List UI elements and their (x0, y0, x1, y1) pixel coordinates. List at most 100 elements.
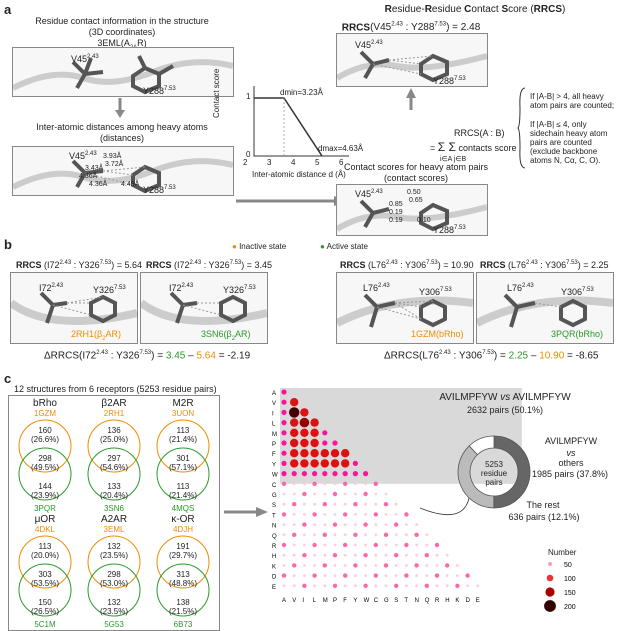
matrix-dot (455, 583, 460, 588)
matrix-row-label: G (272, 493, 277, 499)
venn-bp: (48.8%) (168, 579, 197, 588)
venn-top-pdb: 4DKL (34, 525, 55, 534)
matrix-dot (292, 502, 297, 507)
delta-rrcs-1: ΔRRCS(I722.43 : Y3267.53) = 3.45 – 5.64 … (44, 350, 251, 362)
score-label: 0.19 (389, 209, 403, 216)
venn-c: 113 (176, 482, 190, 491)
matrix-dot (394, 513, 398, 516)
matrix-dot (415, 523, 418, 526)
matrix-dot (281, 430, 287, 436)
matrix-dot (302, 583, 307, 588)
venn-c: 132 (107, 598, 121, 607)
residue-y288: Y2887.53 (143, 86, 176, 96)
matrix-row-label: I (272, 411, 274, 417)
venn-cp: (26.5%) (30, 607, 59, 616)
venn-circles (87, 419, 141, 501)
matrix-dot (292, 563, 297, 568)
matrix-col-label: S (394, 598, 398, 604)
matrix-dot (330, 459, 340, 468)
legend-active: ● Active state (320, 242, 368, 251)
matrix-col-label: N (415, 598, 419, 604)
matrix-dot (300, 408, 309, 417)
matrix-dot (322, 430, 328, 436)
matrix-dot (415, 543, 418, 547)
venn-top-pdb: 3EML (103, 525, 125, 534)
matrix-dot (445, 553, 449, 557)
matrix-dot (322, 563, 327, 568)
graph-y-label: Contact score (212, 68, 221, 118)
matrix-dot (312, 573, 317, 578)
matrix-dot (282, 492, 286, 496)
matrix-dot (394, 533, 398, 537)
matrix-dot (384, 492, 388, 496)
score-label: 0.10 (417, 217, 431, 224)
venn-bottom-pdb: 3PQR (34, 504, 56, 513)
matrix-dot (333, 533, 337, 537)
matrix-col-label: F (343, 598, 347, 604)
matrix-dot (354, 523, 357, 526)
matrix-dot (352, 471, 358, 477)
venn-cp: (20.4%) (99, 491, 128, 500)
matrix-dot (445, 584, 449, 588)
venn-b: 298 (38, 454, 52, 463)
residue-y326: Y3267.53 (93, 285, 126, 295)
matrix-dot (302, 553, 307, 558)
matrix-dot (332, 491, 338, 497)
stick-model-2rh1 (11, 291, 137, 325)
distance-label: 3.43Å (85, 165, 104, 172)
matrix-dot (384, 513, 388, 516)
matrix-dot (456, 574, 459, 577)
matrix-dot (343, 573, 348, 578)
rrcs-result: RRCS(V452.43 : Y2887.53) = 2.48 (341, 22, 481, 34)
venn-receptor: A2AR (100, 514, 128, 525)
matrix-dot (364, 502, 367, 506)
label-rest: The rest (526, 500, 560, 510)
matrix-dot (434, 573, 440, 578)
structure-box-scores: V452.43 Y2887.53 0.50 0.65 0.85 0.19 0.1… (336, 184, 488, 236)
matrix-dot (352, 460, 358, 466)
matrix-col-label: G (384, 598, 389, 604)
matrix-dot (394, 553, 399, 558)
venn-a: 191 (176, 542, 190, 551)
venn-b: 301 (176, 454, 190, 463)
panel-c-letter: c (4, 371, 12, 386)
matrix-dot (323, 543, 327, 547)
matrix-dot (312, 481, 317, 486)
matrix-dot (289, 407, 300, 418)
residue-v45-r: V452.43 (355, 40, 383, 50)
matrix-dot (343, 564, 347, 567)
matrix-dot (405, 523, 408, 526)
structure-box-2rh1: I722.43 Y3267.53 2RH1(β2AR) (10, 272, 138, 344)
panel-b-letter: b (4, 237, 12, 252)
matrix-dot (333, 564, 337, 567)
venn-bp: (57.1%) (168, 463, 197, 472)
matrix-dot (445, 563, 450, 568)
panel-a-title: Residue-Residue Contact Score (RRCS) (384, 4, 566, 15)
matrix-dot (320, 459, 329, 468)
matrix-dot (303, 574, 306, 577)
matrix-dot (313, 533, 316, 537)
matrix-dot (425, 574, 429, 577)
matrix-dot (300, 449, 309, 458)
matrix-dot (332, 440, 338, 446)
matrix-dot (434, 542, 440, 548)
matrix-dot (333, 502, 337, 506)
donut-slice (468, 435, 495, 456)
matrix-dot (281, 542, 287, 548)
panel-a-letter: a (4, 2, 12, 17)
residue-y306: Y3067.53 (419, 287, 452, 297)
distance-label: 4.49Å (121, 181, 140, 188)
matrix-dot (394, 564, 398, 567)
matrix-dot (292, 482, 296, 486)
matrix-dot (313, 553, 316, 557)
matrix-dot (404, 512, 409, 517)
stick-model-3d (13, 55, 233, 95)
venn-circles (156, 419, 210, 501)
graph-x-label: Inter-atomic distance d (Å) (252, 170, 346, 179)
matrix-dot (374, 564, 378, 567)
label-others-count: 1985 pairs (37.8%) (531, 469, 609, 479)
matrix-dot (323, 492, 327, 496)
matrix-dot (292, 492, 296, 496)
matrix-dot (405, 553, 408, 557)
matrix-dot (333, 574, 337, 577)
